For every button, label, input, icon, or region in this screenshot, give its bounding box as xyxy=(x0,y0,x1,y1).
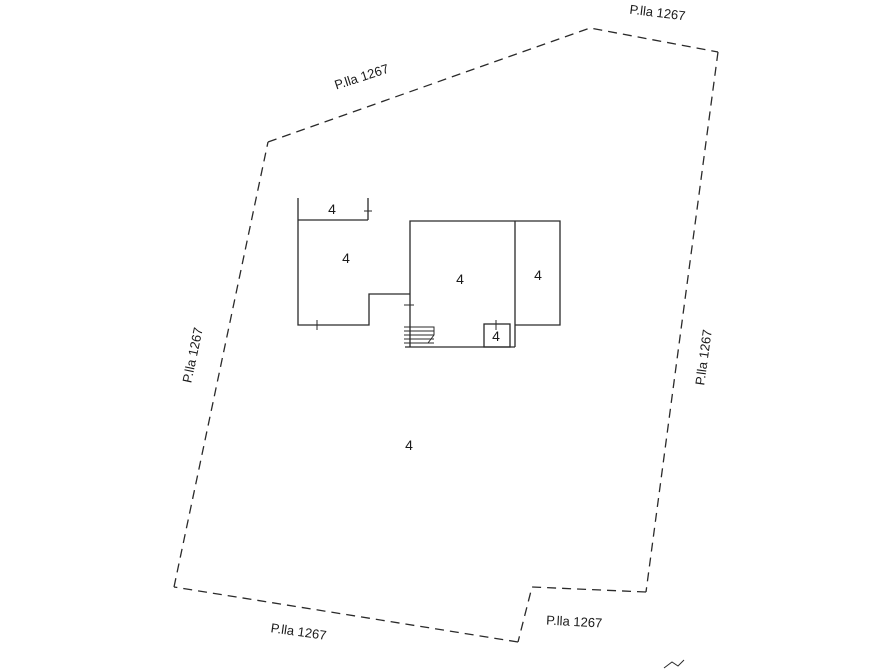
boundary-bottom-right-edge xyxy=(517,586,647,643)
boundary-label-bottom-right: P.lla 1267 xyxy=(546,613,603,631)
boundary-label-left: P.lla 1267 xyxy=(179,326,205,384)
room-number-yard: 4 xyxy=(405,437,413,453)
boundary-label-bottom-left: P.lla 1267 xyxy=(270,620,328,643)
boundary-left-edge xyxy=(173,141,269,588)
room-number-center: 4 xyxy=(456,271,464,287)
room-number-small-box: 4 xyxy=(492,328,500,344)
north-arrow-icon xyxy=(663,659,685,669)
staircase xyxy=(404,326,435,344)
boundary-bottom-left-edge xyxy=(173,586,519,643)
center-building-outline xyxy=(409,220,561,347)
boundary-top-left-edge xyxy=(267,27,719,143)
left-building-outline xyxy=(297,198,410,326)
center-building xyxy=(404,220,561,348)
parcel-boundary xyxy=(173,27,719,643)
boundary-label-right: P.lla 1267 xyxy=(692,329,715,387)
small-box-room xyxy=(483,323,511,348)
boundary-label-top-left: P.lla 1267 xyxy=(333,61,391,93)
stair-landing xyxy=(418,326,435,344)
room-number-small-top-left: 4 xyxy=(328,201,336,217)
boundary-label-top-right: P.lla 1267 xyxy=(629,2,687,24)
room-number-right: 4 xyxy=(534,267,542,283)
left-building xyxy=(297,198,410,330)
boundary-right-edge xyxy=(645,51,719,593)
room-number-left: 4 xyxy=(342,250,350,266)
